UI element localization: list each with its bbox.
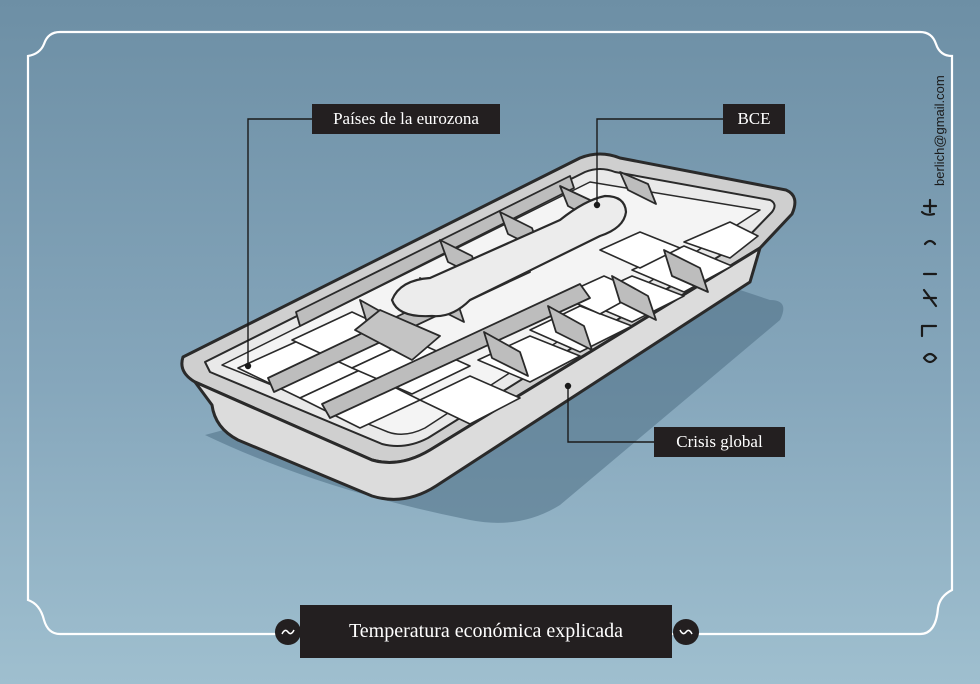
label-bce: BCE	[723, 104, 785, 134]
signature-logo	[920, 198, 938, 364]
decorative-border	[26, 30, 954, 636]
leader-lines	[244, 118, 723, 443]
signature-email: berlich@gmail.com	[932, 75, 947, 186]
lever-handle	[390, 194, 628, 318]
label-crisis-global: Crisis global	[654, 427, 785, 457]
swirl-ornament-icon	[673, 619, 699, 645]
ice-tray	[180, 152, 797, 501]
label-eurozone: Países de la eurozona	[312, 104, 500, 134]
swirl-ornament-icon	[275, 619, 301, 645]
page-title: Temperatura económica explicada	[300, 605, 672, 658]
